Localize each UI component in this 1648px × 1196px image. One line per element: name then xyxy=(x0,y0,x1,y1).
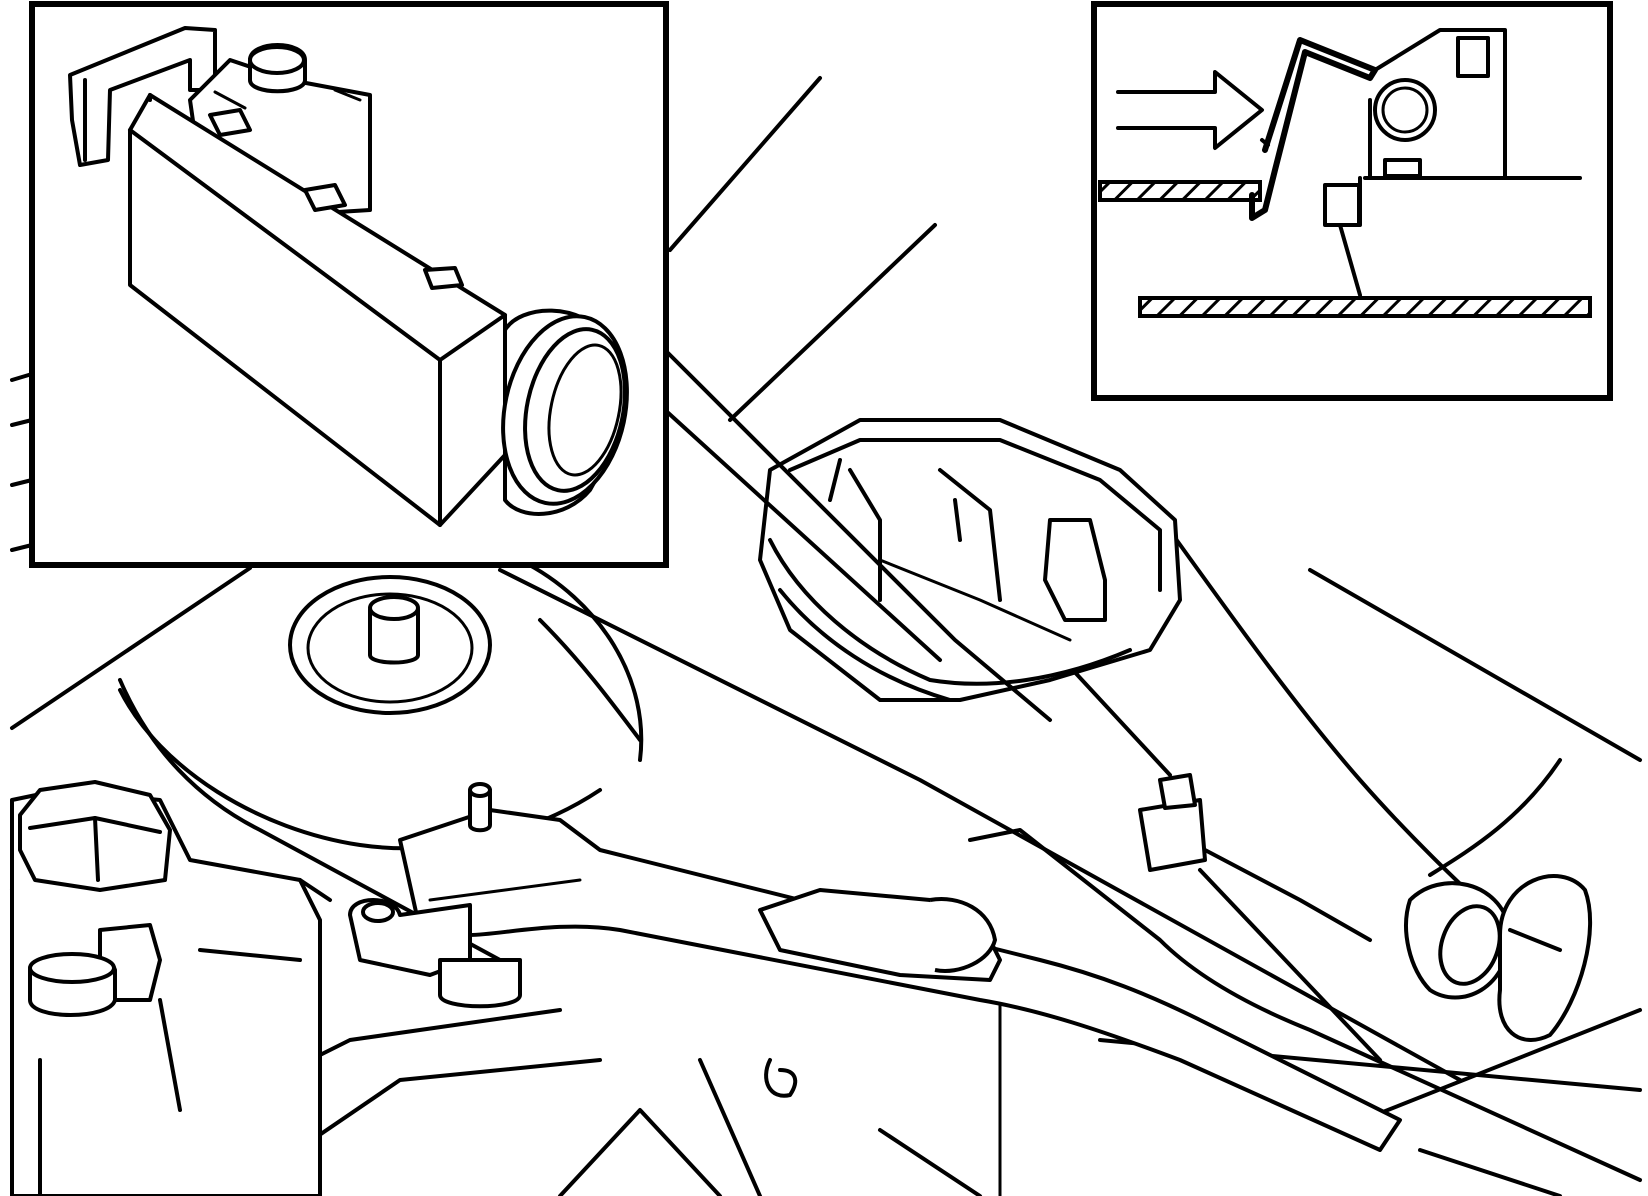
leader-line xyxy=(663,348,1052,722)
strut-tower xyxy=(118,558,644,851)
wiper-linkage xyxy=(348,782,1402,1152)
detail-inset-section-view xyxy=(1091,1,1613,401)
edge-ticks xyxy=(10,372,34,552)
mounting-bracket xyxy=(68,26,217,167)
detail-inset-sensor-module xyxy=(29,1,669,568)
direction-arrow-icon xyxy=(1116,70,1264,150)
section-sensor-block xyxy=(1323,28,1582,297)
hook-clip xyxy=(764,1058,798,1098)
bracket-profile xyxy=(1249,37,1378,221)
hatched-panel xyxy=(1098,180,1262,202)
fluid-reservoirs xyxy=(10,780,332,1196)
overview-engine-bay xyxy=(10,76,1642,1196)
connector-clip xyxy=(1138,773,1372,942)
hatched-panel-lower xyxy=(1138,296,1592,318)
sensor-housing-grommet xyxy=(758,418,1182,702)
hinge-bracket xyxy=(1404,874,1593,1042)
sensor-lens xyxy=(501,308,629,516)
